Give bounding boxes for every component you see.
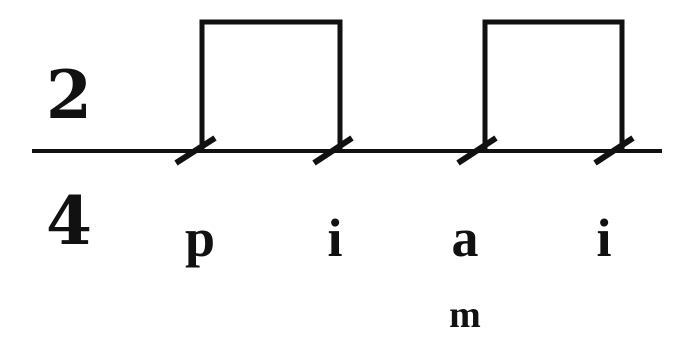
slash-note-1 bbox=[174, 135, 217, 166]
slash-note-2 bbox=[312, 135, 354, 166]
beat-bracket-2 bbox=[482, 19, 625, 151]
secondary-finger-label: m bbox=[449, 294, 481, 336]
beat-bracket-1 bbox=[199, 19, 343, 151]
time-signature-top: 2 bbox=[46, 56, 92, 134]
finger-label-1: p bbox=[185, 208, 215, 268]
finger-label-3: a bbox=[452, 208, 479, 268]
slash-note-4 bbox=[593, 135, 635, 166]
finger-label-2: i bbox=[327, 208, 342, 268]
slash-note-3 bbox=[456, 135, 498, 166]
time-signature-bottom: 4 bbox=[46, 182, 92, 260]
finger-label-4: i bbox=[596, 208, 611, 268]
